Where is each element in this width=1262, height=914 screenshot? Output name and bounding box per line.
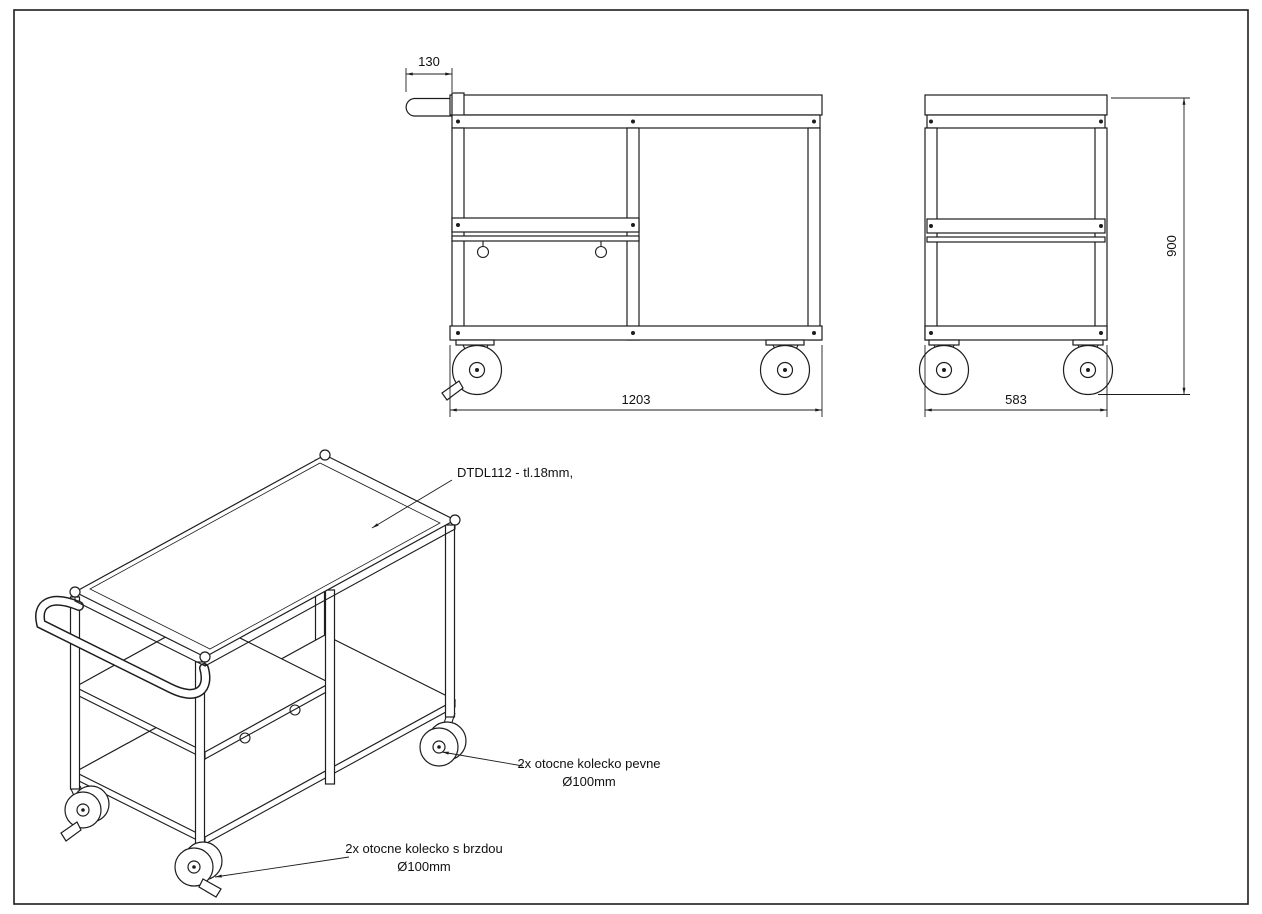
- middle-shelf-front: [451, 217, 640, 233]
- dim-1203-label: 1203: [622, 392, 651, 407]
- caster-iso-front-brake: [174, 841, 223, 898]
- caster-front-right: [759, 339, 811, 396]
- brake-casters-note-line2: Ø100mm: [397, 859, 450, 874]
- fixed-casters-note-line1: 2x otocne kolecko pevne: [517, 756, 660, 771]
- caster-front-left-brake: [441, 339, 503, 401]
- annotation-brake-casters: 2x otocne kolecko s brzdou Ø100mm: [214, 841, 503, 878]
- iso-tabletop: [73, 454, 457, 658]
- joint-screws-front: [456, 119, 816, 335]
- iso-tabletop-surface: [89, 462, 441, 650]
- drawing-border: [13, 9, 1249, 905]
- corner-ball-fitting: [69, 586, 81, 598]
- tabletop-note: DTDL112 - tl.18mm,: [457, 465, 573, 480]
- tabletop-side: [924, 94, 1108, 116]
- bottom-rail-side: [924, 325, 1108, 341]
- brake-lever: [198, 878, 222, 898]
- middle-shelf-side: [926, 218, 1106, 234]
- caster-side-left: [918, 339, 970, 396]
- side-left-post: [924, 127, 938, 341]
- brake-casters-note-line1: 2x otocne kolecko s brzdou: [345, 841, 503, 856]
- middle-post: [626, 127, 640, 341]
- top-rail-side: [926, 114, 1106, 129]
- side-right-post: [1094, 127, 1108, 341]
- brake-lever: [60, 821, 82, 842]
- isometric-view: [35, 449, 467, 898]
- dim-583-label: 583: [1005, 392, 1027, 407]
- iso-leg-middle-front: [324, 589, 336, 785]
- brake-lever: [441, 380, 464, 401]
- bottom-rail-front: [449, 325, 823, 341]
- dim-130-label: 130: [418, 54, 440, 69]
- dim-height-900: 900: [1098, 97, 1190, 395]
- iso-push-handle: [35, 595, 211, 699]
- handle-clamp: [451, 92, 465, 118]
- iso-leg-left: [69, 596, 81, 790]
- corner-ball-fitting: [319, 449, 331, 461]
- dim-900-label: 900: [1164, 235, 1179, 257]
- front-view: 130: [405, 54, 823, 417]
- joint-screws-side: [929, 119, 1103, 335]
- middle-shelf-rail-side: [926, 236, 1106, 243]
- fixed-casters-note-line2: Ø100mm: [562, 774, 615, 789]
- caster-iso-right-fixed: [419, 712, 467, 767]
- iso-leg-right: [444, 524, 456, 718]
- push-handle-front: [405, 97, 459, 117]
- tabletop-front: [449, 94, 823, 116]
- annotation-fixed-casters: 2x otocne kolecko pevne Ø100mm: [441, 751, 661, 789]
- iso-hanging-ring: [239, 732, 251, 744]
- left-post: [451, 127, 465, 341]
- corner-ball-fitting: [199, 651, 211, 663]
- right-post: [807, 127, 821, 341]
- annotation-tabletop: DTDL112 - tl.18mm,: [371, 465, 573, 529]
- side-view: 583 900: [918, 94, 1190, 417]
- caster-iso-left-brake: [60, 785, 110, 842]
- dim-depth-583: 583: [924, 345, 1108, 417]
- top-rail-front: [451, 114, 821, 129]
- corner-ball-fitting: [449, 514, 461, 526]
- dim-handle-130: 130: [405, 54, 453, 92]
- caster-side-right: [1062, 339, 1114, 396]
- middle-shelf-rail-front: [451, 235, 640, 242]
- dim-length-1203: 1203: [449, 345, 823, 417]
- iso-hanging-ring: [289, 704, 301, 716]
- hanging-rings: [476, 241, 608, 259]
